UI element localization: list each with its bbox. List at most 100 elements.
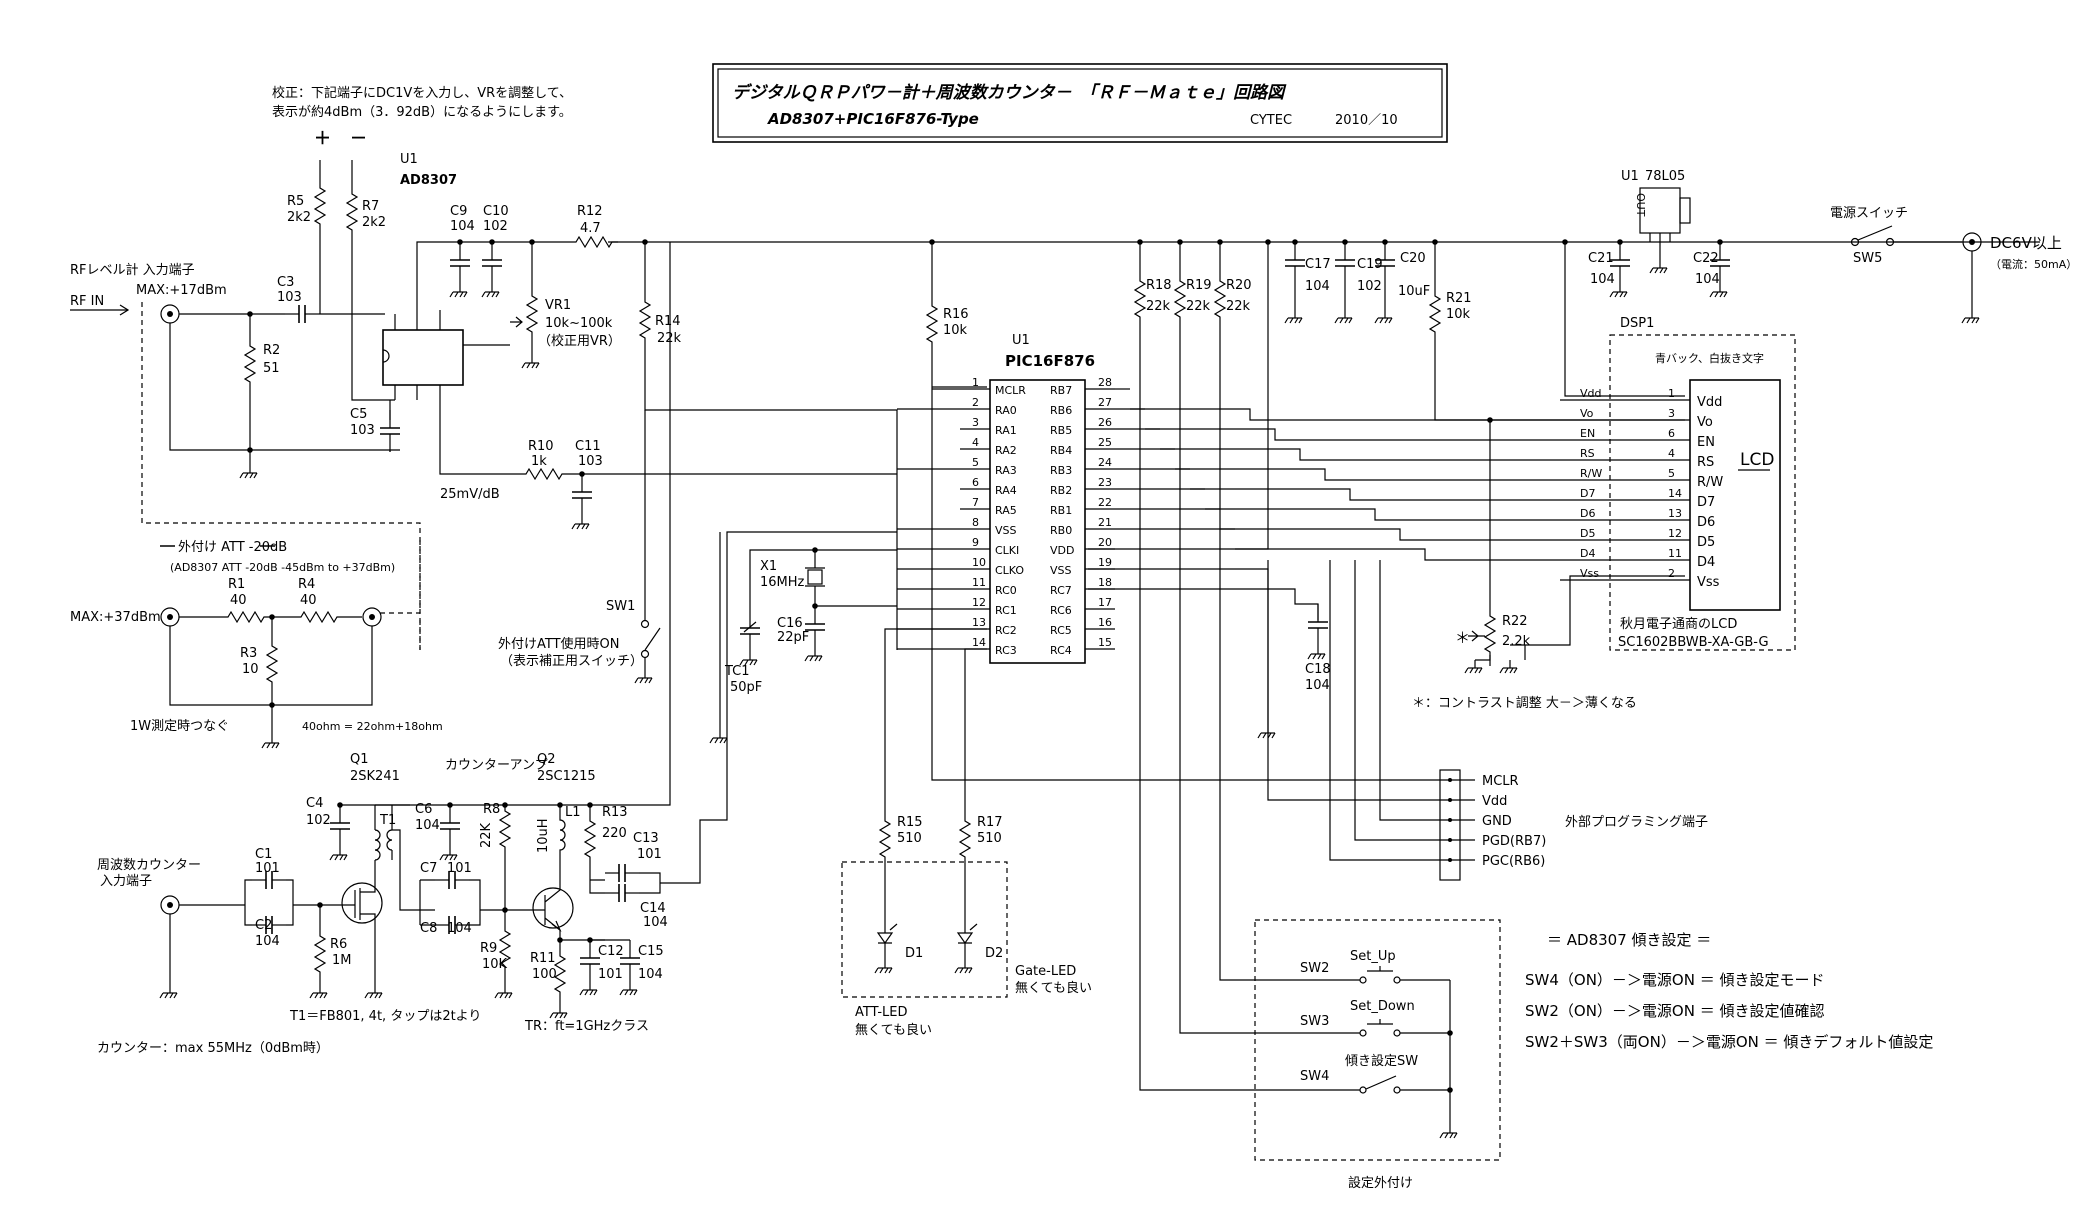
current-label: （電流：50mA） [1990,257,2077,271]
c5-ref: C5 [350,407,367,422]
rf-in-label: RF IN [70,294,104,309]
att-section: 外付け ATT -20dB (AD8307 ATT -20dB -45dBm t… [70,410,661,749]
lcd-pin-num: 11 [1668,547,1682,560]
lcd-route [1145,428,1560,441]
lcd-pin-name: R/W [1697,475,1723,490]
lcd-pin-num: 4 [1668,447,1675,460]
settings-box-label: 設定外付け [1348,1175,1413,1191]
r11-val: 100 [532,967,557,982]
lcd-pin-num: 14 [1668,487,1682,500]
minus-terminal: － [350,129,367,149]
r3-val: 10 [242,662,259,677]
c2-ref: C2 [255,918,272,933]
vr1-ref: VR1 [545,298,571,313]
lcd-pin-num: 13 [1668,507,1682,520]
att-led-label1: ATT-LED [855,1005,908,1020]
d1-ref: D1 [905,946,923,961]
vr1-val: 10k~100k [545,316,613,331]
ad8307-chip [382,329,464,386]
r19-ref: R19 [1186,278,1212,293]
r10-ref: R10 [528,439,554,454]
mcu-pin-num-left: 13 [972,616,986,629]
mcu-pin-num-right: 20 [1098,536,1112,549]
c20-val: 10uF [1398,284,1430,299]
lcd-pin-name: RS [1697,455,1714,470]
mcu-pin-num-right: 15 [1098,636,1112,649]
mcu-pin-name-right: RC7 [1050,584,1072,597]
r13-ref: R13 [602,805,628,820]
counter-max-note: カウンター：max 55MHz（0dBm時） [97,1041,329,1056]
mcu-pin-num-right: 21 [1098,516,1112,529]
u1-ref: U1 [400,152,418,167]
icsp-pin-dot [1448,838,1452,842]
lcd-backlight: 青バック、白抜き文字 [1655,351,1764,365]
c11-ref: C11 [575,439,601,454]
lcd-pin-name: Vo [1697,415,1713,430]
r22-val: 2.2k [1502,634,1531,649]
c14-val: 104 [643,915,668,930]
tc1-val: 50pF [730,680,762,695]
x1-ref: X1 [760,559,777,574]
mcu-pin-num-left: 14 [972,636,986,649]
c20-ref: C20 [1400,251,1426,266]
att-title: 外付け ATT -20dB [178,540,287,555]
c8-ref: C8 [420,921,437,936]
r22-mark: ＊ [1455,629,1470,647]
mcu-pin-num-right: 28 [1098,376,1112,389]
mcu-pin-name-right: RB4 [1050,444,1072,457]
c18-ref: C18 [1305,662,1331,677]
c2-val: 104 [255,934,280,949]
rf-input-label: RFレベル計 入力端子 [70,262,195,278]
mcu-pin-name-right: RB3 [1050,464,1072,477]
r5-ref: R5 [287,194,304,209]
c13-val: 101 [637,847,662,862]
sw1-note1: 外付けATT使用時ON [498,636,620,652]
r16-val: 10k [943,323,968,338]
gate-led-label2: 無くても良い [1015,980,1092,996]
r18-val: 22k [1146,299,1171,314]
lcd-pin-name: EN [1697,435,1715,450]
icsp-route [1329,560,1440,861]
sw3-label: Set_Down [1350,999,1415,1014]
c14-ref: C14 [640,901,666,916]
icsp-pin-label: MCLR [1482,774,1519,789]
mcu-pin-name-right: VSS [1050,564,1072,577]
r15-ref: R15 [897,815,923,830]
lcd-pin-sig: R/W [1580,467,1602,480]
led-dashed-box [841,861,1008,998]
r1-ref: R1 [228,577,245,592]
power-section: U1 78L05 OUT C17 104 C19 102 C20 10uF R2… [1284,169,2077,674]
r20-val: 22k [1226,299,1251,314]
settings-line1: SW4（ON）－＞電源ON ＝ 傾き設定モード [1525,971,1825,989]
r14-val: 22k [657,331,682,346]
mcu-pin-num-left: 7 [972,496,979,509]
mcu-pin-name-right: RB7 [1050,384,1072,397]
lcd-pin-sig: Vdd [1580,387,1602,400]
mcu-pin-name-right: VDD [1050,544,1074,557]
mcu-pin-name-right: RC5 [1050,624,1072,637]
lcd-route [1160,448,1560,461]
r17-ref: R17 [977,815,1003,830]
mcu-pin-num-left: 3 [972,416,979,429]
c12-ref: C12 [598,944,624,959]
mcu-pin-name-left: RC1 [995,604,1017,617]
mcu-part: PIC16F876 [1005,352,1095,370]
mcu-pin-num-left: 6 [972,476,979,489]
lcd-dashed-box [1609,334,1796,651]
plus-terminal: ＋ [314,129,331,149]
icsp-pin-label: PGD(RB7) [1482,834,1546,849]
date-text: 2010／10 [1335,113,1398,128]
c19-val: 102 [1357,279,1382,294]
lcd-pin-num: 5 [1668,467,1675,480]
lcd-pin-sig: RS [1580,447,1595,460]
icsp-pin-label: GND [1482,814,1512,829]
c1-ref: C1 [255,847,272,862]
mcu-pin-num-right: 24 [1098,456,1112,469]
r10-val: 1k [531,454,547,469]
d2-ref: D2 [985,946,1003,961]
icsp-connector [1439,769,1461,881]
t1-note: T1＝FB801, 4t, タップは2tより [289,1009,481,1024]
